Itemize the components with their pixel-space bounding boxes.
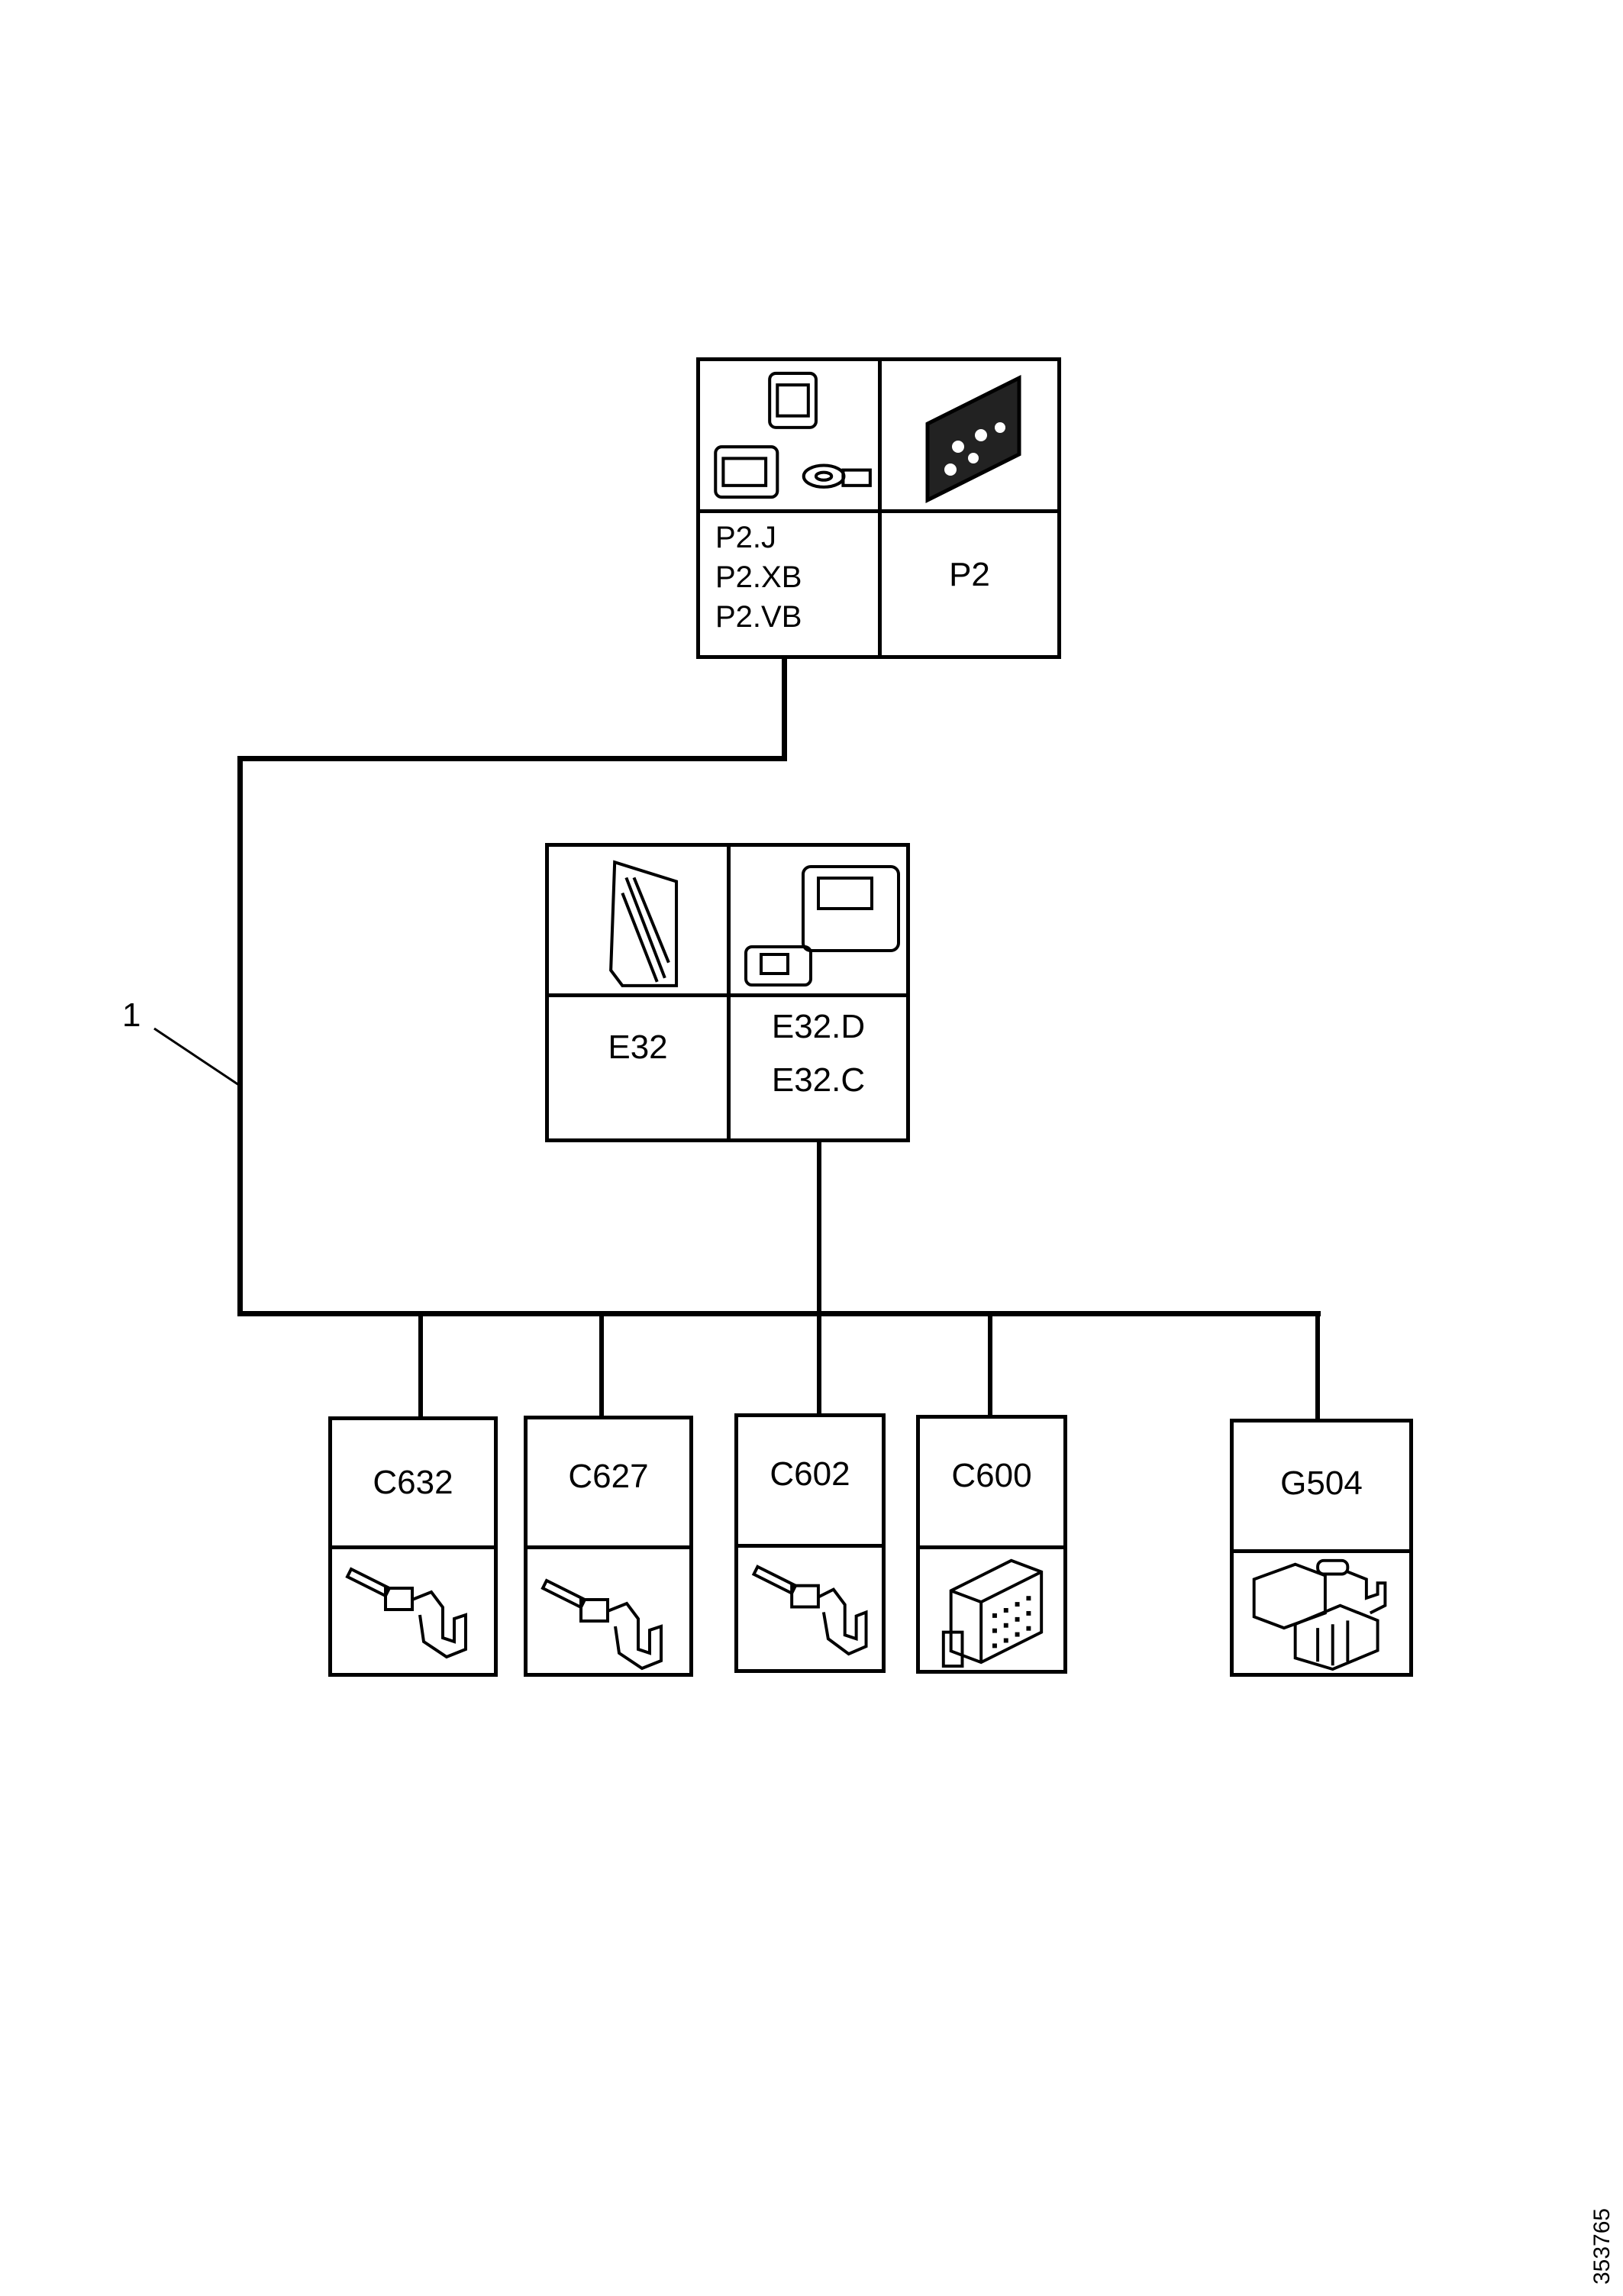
connector-set-icon: [700, 361, 878, 509]
wire-c632-drop: [418, 1313, 423, 1418]
component-box-p2: P2.J P2.XB P2.VB P2: [696, 357, 1061, 659]
component-box-c600: C600: [916, 1415, 1067, 1674]
circuit-board-icon: [882, 361, 1057, 509]
callout-leader-line: [153, 1027, 240, 1087]
label-p2-xb: P2.XB: [715, 560, 802, 594]
e32-label-cell: E32: [549, 997, 727, 1138]
component-box-c602: C602: [734, 1413, 886, 1673]
crimp-terminal-icon: [738, 1548, 882, 1669]
wire-c627-drop: [599, 1313, 604, 1417]
crimp-terminal-icon: [332, 1549, 494, 1673]
p2-label-cell: P2: [882, 513, 1057, 655]
wire-top-horizontal: [237, 756, 787, 761]
label-c602: C602: [770, 1455, 850, 1493]
document-number: 353765: [1589, 2207, 1615, 2285]
crimp-terminal-icon: [528, 1549, 689, 1673]
e32-dc-label-cell: E32.D E32.C: [731, 997, 906, 1138]
callout-label: 1: [122, 996, 141, 1034]
component-box-c627: C627: [524, 1416, 693, 1677]
wire-e32-drop: [817, 1138, 821, 1315]
p2-group-labels: P2.J P2.XB P2.VB: [700, 513, 878, 655]
wire-c600-drop: [988, 1313, 992, 1416]
label-c627: C627: [568, 1458, 649, 1495]
label-e32: E32: [608, 1029, 668, 1066]
wire-bus-horizontal: [237, 1311, 1321, 1316]
wire-main-trunk: [237, 756, 243, 1316]
label-e32-d: E32.D: [771, 1008, 866, 1045]
component-box-c632: C632: [328, 1416, 498, 1677]
module-housing-icon: [549, 847, 727, 993]
label-e32-c: E32.C: [771, 1061, 866, 1099]
label-p2-vb: P2.VB: [715, 600, 802, 634]
label-p2-j: P2.J: [715, 521, 777, 554]
wire-g504-drop: [1315, 1313, 1320, 1420]
label-c600: C600: [951, 1457, 1032, 1494]
label-g504: G504: [1280, 1464, 1363, 1502]
wire-c602-drop: [817, 1313, 821, 1415]
label-p2: P2: [949, 556, 990, 593]
connector-kit-icon: [1234, 1553, 1409, 1673]
label-c632: C632: [373, 1464, 453, 1501]
component-box-e32: E32 E32.D E32.C: [545, 843, 910, 1142]
multi-pin-connector-icon: [920, 1549, 1063, 1670]
connector-pair-icon: [731, 847, 906, 993]
component-box-g504: G504: [1230, 1419, 1413, 1677]
wire-p2-drop: [782, 655, 787, 760]
